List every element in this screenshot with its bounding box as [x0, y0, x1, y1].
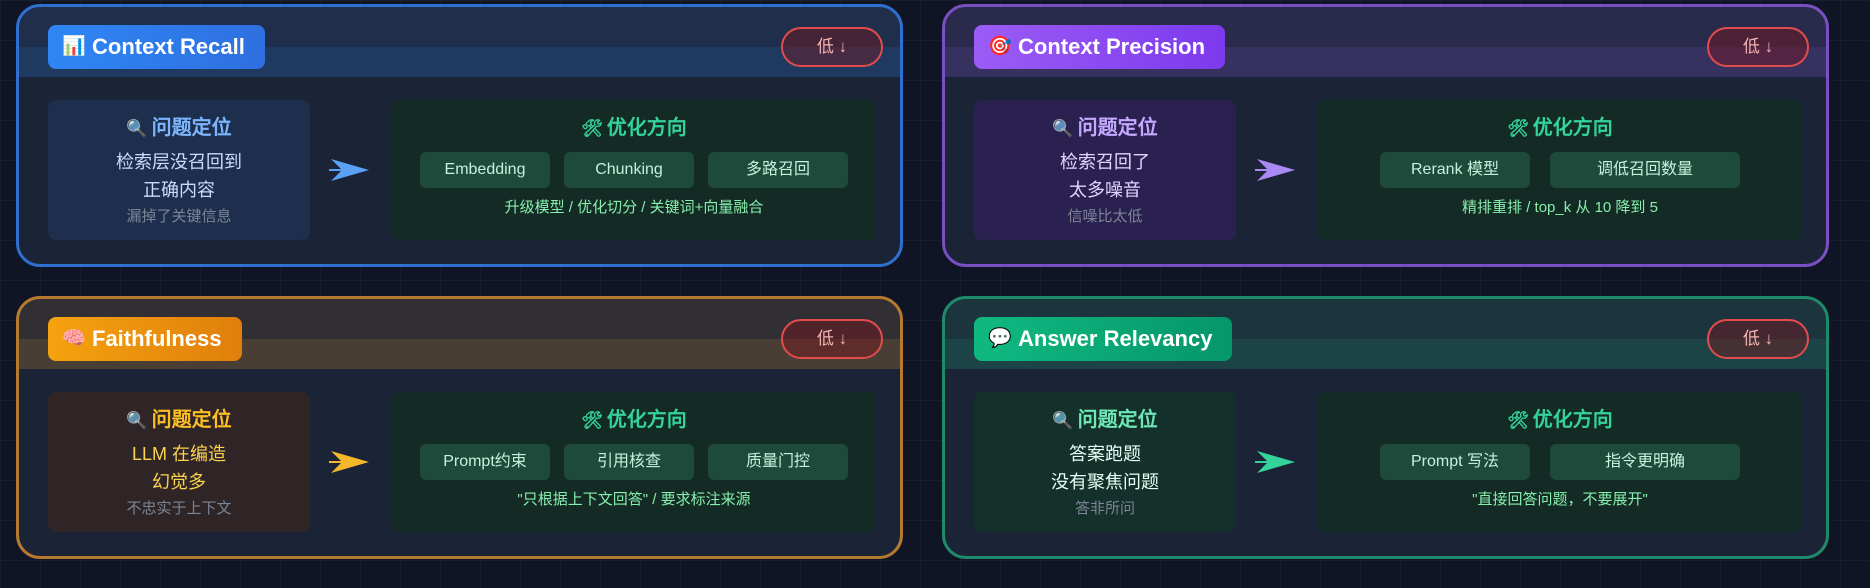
card-title: Context Precision — [1018, 34, 1206, 59]
diagnosis-subtext: 漏掉了关键信息 — [126, 208, 232, 225]
optimization-box: 🛠优化方向 Prompt约束 引用核查 质量门控 "只根据上下文回答" / 要求… — [392, 392, 876, 532]
card-title-badge: 🎯 Context Precision — [974, 25, 1226, 69]
metric-card-context-recall: 📊 Context Recall 低 ↓ 🔍问题定位 检索层没召回到 正确内容 … — [16, 4, 903, 267]
card-title-badge: 🧠 Faithfulness — [48, 317, 242, 361]
optimization-heading-text: 优化方向 — [1532, 409, 1613, 431]
diagnosis-line: 检索层没召回到 — [116, 152, 242, 172]
diagnosis-subtext: 答非所问 — [1074, 500, 1135, 517]
diagnosis-box: 🔍问题定位 检索层没召回到 正确内容 漏掉了关键信息 — [48, 100, 310, 240]
optimization-heading: 🛠优化方向 — [1318, 406, 1802, 434]
tools-icon: 🛠 — [1507, 119, 1529, 138]
diagnosis-subtext: 不忠实于上下文 — [126, 500, 232, 517]
optimization-note: 精排重排 / top_k 从 10 降到 5 — [1462, 199, 1658, 216]
card-title: Context Recall — [92, 34, 245, 59]
optimization-tag: 指令更明确 — [1550, 444, 1740, 480]
optimization-box: 🛠优化方向 Embedding Chunking 多路召回 升级模型 / 优化切… — [392, 100, 876, 240]
diagnosis-heading-text: 问题定位 — [151, 409, 232, 431]
diagnosis-line: 正确内容 — [143, 180, 215, 200]
card-title-badge: 📊 Context Recall — [48, 25, 265, 69]
level-badge: 低 ↓ — [781, 319, 883, 359]
metric-card-faithfulness: 🧠 Faithfulness 低 ↓ 🔍问题定位 LLM 在编造 幻觉多 不忠实… — [16, 296, 903, 559]
diagnosis-heading: 🔍问题定位 — [974, 114, 1236, 142]
card-title: Faithfulness — [92, 326, 222, 351]
optimization-note: "只根据上下文回答" / 要求标注来源 — [517, 491, 751, 508]
metric-card-answer-relevancy: 💬 Answer Relevancy 低 ↓ 🔍问题定位 答案跑题 没有聚焦问题… — [942, 296, 1829, 559]
card-title: Answer Relevancy — [1018, 326, 1213, 351]
optimization-tag: 质量门控 — [708, 444, 848, 480]
speech-bubble-icon: 💬 — [988, 328, 1012, 349]
optimization-tag: Prompt 写法 — [1380, 444, 1530, 480]
level-badge: 低 ↓ — [1707, 27, 1809, 67]
optimization-tags: Embedding Chunking 多路召回 — [392, 152, 876, 188]
diagnosis-line: 检索召回了 — [1060, 152, 1150, 172]
diagnosis-heading: 🔍问题定位 — [974, 406, 1236, 434]
optimization-box: 🛠优化方向 Rerank 模型 调低召回数量 精排重排 / top_k 从 10… — [1318, 100, 1802, 240]
diagnosis-box: 🔍问题定位 答案跑题 没有聚焦问题 答非所问 — [974, 392, 1236, 532]
diagnosis-heading-text: 问题定位 — [1077, 409, 1158, 431]
diagnosis-heading-text: 问题定位 — [1077, 117, 1158, 139]
diagnosis-box: 🔍问题定位 LLM 在编造 幻觉多 不忠实于上下文 — [48, 392, 310, 532]
optimization-heading-text: 优化方向 — [1532, 117, 1613, 139]
metric-card-context-precision: 🎯 Context Precision 低 ↓ 🔍问题定位 检索召回了 太多噪音… — [942, 4, 1829, 267]
diagnosis-line: 答案跑题 — [1069, 444, 1141, 464]
magnifier-icon: 🔍 — [126, 119, 148, 138]
optimization-tag: 调低召回数量 — [1550, 152, 1740, 188]
tools-icon: 🛠 — [1507, 411, 1529, 430]
diagnosis-line: 幻觉多 — [152, 472, 206, 492]
diagnosis-heading-text: 问题定位 — [151, 117, 232, 139]
optimization-tag: Prompt约束 — [420, 444, 550, 480]
optimization-tag: Embedding — [420, 152, 550, 188]
optimization-box: 🛠优化方向 Prompt 写法 指令更明确 "直接回答问题，不要展开" — [1318, 392, 1802, 532]
optimization-note: 升级模型 / 优化切分 / 关键词+向量融合 — [504, 199, 764, 216]
diagnosis-heading: 🔍问题定位 — [48, 114, 310, 142]
optimization-heading-text: 优化方向 — [606, 117, 687, 139]
diagnosis-line: 太多噪音 — [1069, 180, 1141, 200]
optimization-heading: 🛠优化方向 — [392, 114, 876, 142]
optimization-tag: Chunking — [564, 152, 694, 188]
arrow-right-icon — [1255, 159, 1295, 181]
bar-chart-icon: 📊 — [62, 36, 86, 57]
optimization-note: "直接回答问题，不要展开" — [1472, 491, 1648, 508]
optimization-heading: 🛠优化方向 — [392, 406, 876, 434]
optimization-tags: Prompt 写法 指令更明确 — [1318, 444, 1802, 480]
diagnosis-subtext: 信噪比太低 — [1067, 208, 1143, 225]
optimization-tags: Rerank 模型 调低召回数量 — [1318, 152, 1802, 188]
brain-icon: 🧠 — [62, 328, 86, 349]
arrow-right-icon — [329, 451, 369, 473]
optimization-tags: Prompt约束 引用核查 质量门控 — [392, 444, 876, 480]
tools-icon: 🛠 — [581, 119, 603, 138]
magnifier-icon: 🔍 — [126, 411, 148, 430]
level-badge: 低 ↓ — [1707, 319, 1809, 359]
diagnosis-line: 没有聚焦问题 — [1051, 472, 1159, 492]
optimization-heading: 🛠优化方向 — [1318, 114, 1802, 142]
diagnosis-line: LLM 在编造 — [131, 444, 227, 464]
arrow-right-icon — [329, 159, 369, 181]
optimization-tag: 引用核查 — [564, 444, 694, 480]
optimization-tag: 多路召回 — [708, 152, 848, 188]
optimization-tag: Rerank 模型 — [1380, 152, 1530, 188]
target-icon: 🎯 — [988, 36, 1012, 57]
diagnosis-heading: 🔍问题定位 — [48, 406, 310, 434]
level-badge: 低 ↓ — [781, 27, 883, 67]
magnifier-icon: 🔍 — [1052, 119, 1074, 138]
optimization-heading-text: 优化方向 — [606, 409, 687, 431]
diagnosis-box: 🔍问题定位 检索召回了 太多噪音 信噪比太低 — [974, 100, 1236, 240]
tools-icon: 🛠 — [581, 411, 603, 430]
card-title-badge: 💬 Answer Relevancy — [974, 317, 1233, 361]
arrow-right-icon — [1255, 451, 1295, 473]
magnifier-icon: 🔍 — [1052, 411, 1074, 430]
